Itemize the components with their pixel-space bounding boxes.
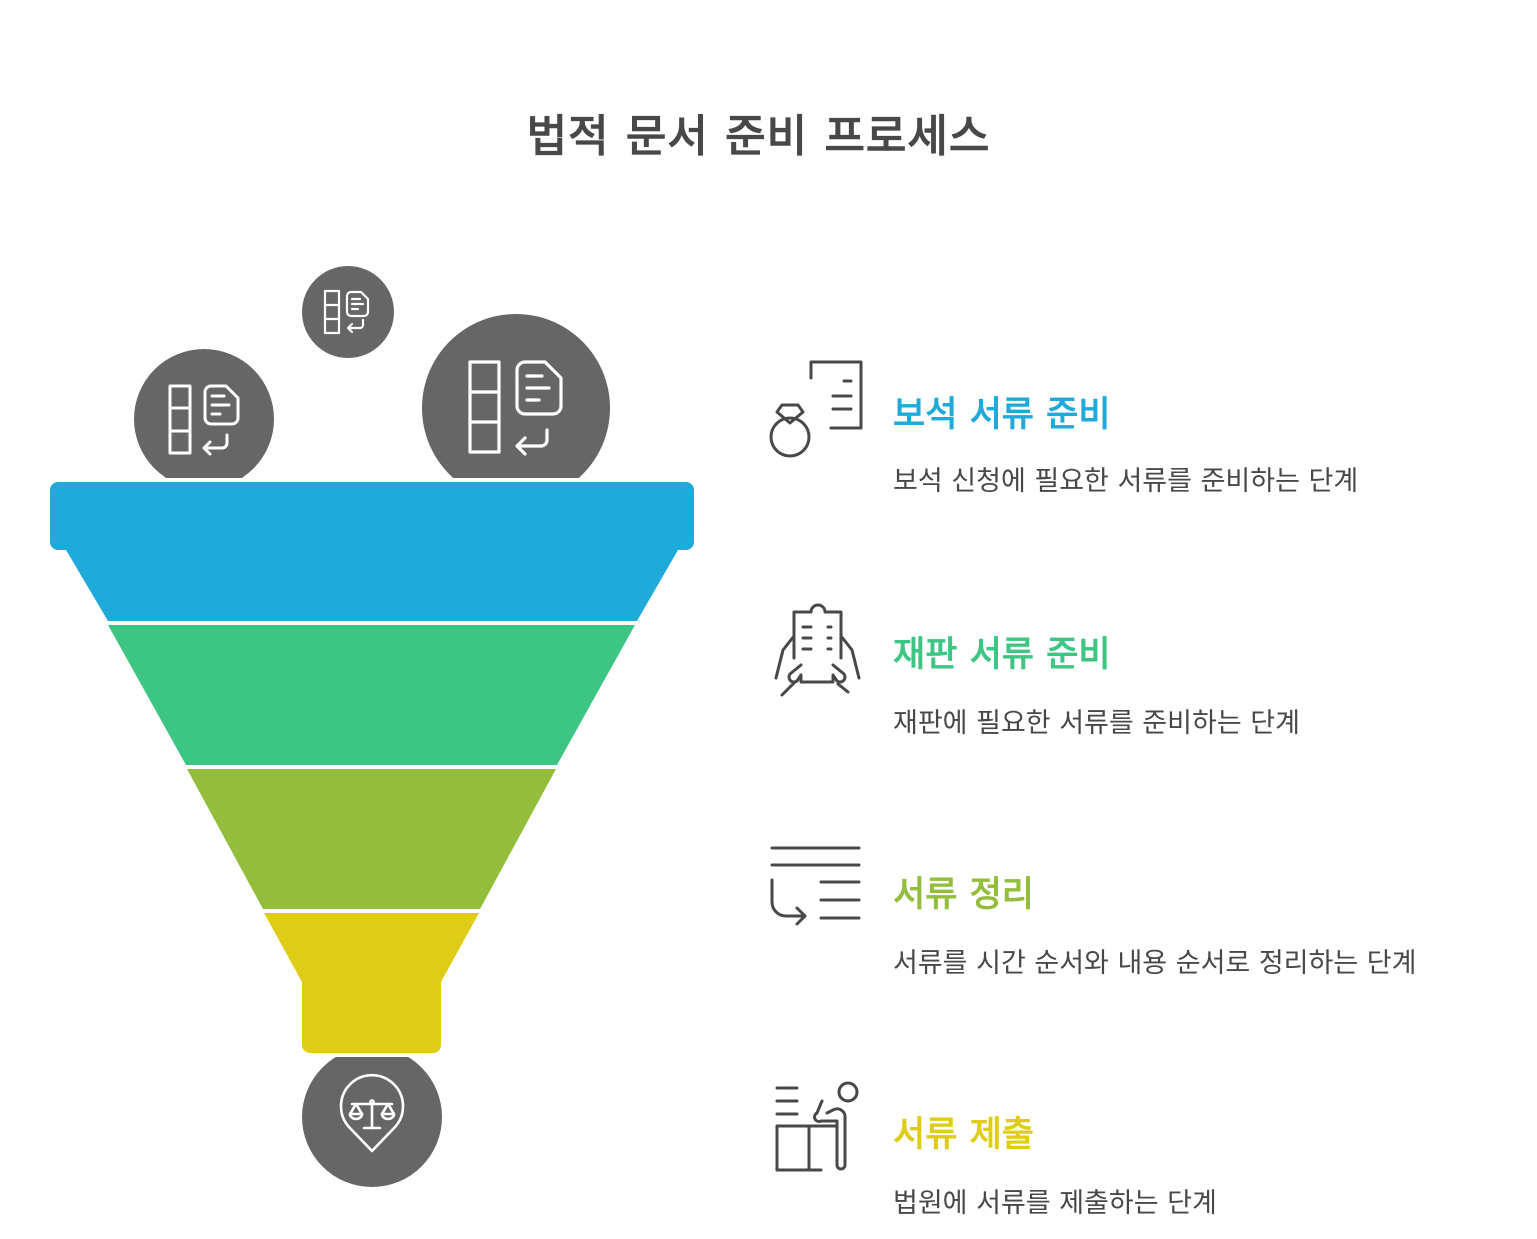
hands-holding-clipboard-icon: [774, 603, 861, 697]
document-transfer-icon: [468, 360, 563, 456]
output-circle: [302, 1057, 442, 1187]
step-description: 보석 신청에 필요한 서류를 준비하는 단계: [893, 466, 1359, 497]
page-title: 법적 문서 준비 프로세스: [526, 111, 991, 162]
step-title: 서류 제출: [893, 1115, 1034, 1155]
person-at-desk-icon: [775, 1081, 859, 1172]
step-title: 재판 서류 준비: [893, 635, 1111, 675]
input-circle-small: [302, 266, 394, 358]
funnel-stage-3: [187, 769, 556, 909]
step-title: 서류 정리: [893, 875, 1034, 915]
ring-document-icon: [769, 360, 863, 458]
step-description: 법원에 서류를 제출하는 단계: [893, 1188, 1217, 1219]
funnel-stage-2: [108, 625, 635, 765]
step-description: 재판에 필요한 서류를 준비하는 단계: [893, 708, 1300, 739]
sort-list-icon: [770, 846, 861, 926]
document-transfer-icon: [323, 289, 370, 335]
step-title: 보석 서류 준비: [893, 395, 1111, 435]
step-description: 서류를 시간 순서와 내용 순서로 정리하는 단계: [893, 948, 1417, 979]
funnel-diagram: [50, 266, 694, 1187]
funnel-stage-1: [50, 482, 694, 621]
input-circle-medium: [134, 349, 274, 478]
scales-pin-icon: [339, 1074, 405, 1153]
funnel-stage-4: [264, 913, 479, 1053]
document-transfer-icon: [168, 384, 240, 456]
input-circle-large: [422, 314, 610, 478]
